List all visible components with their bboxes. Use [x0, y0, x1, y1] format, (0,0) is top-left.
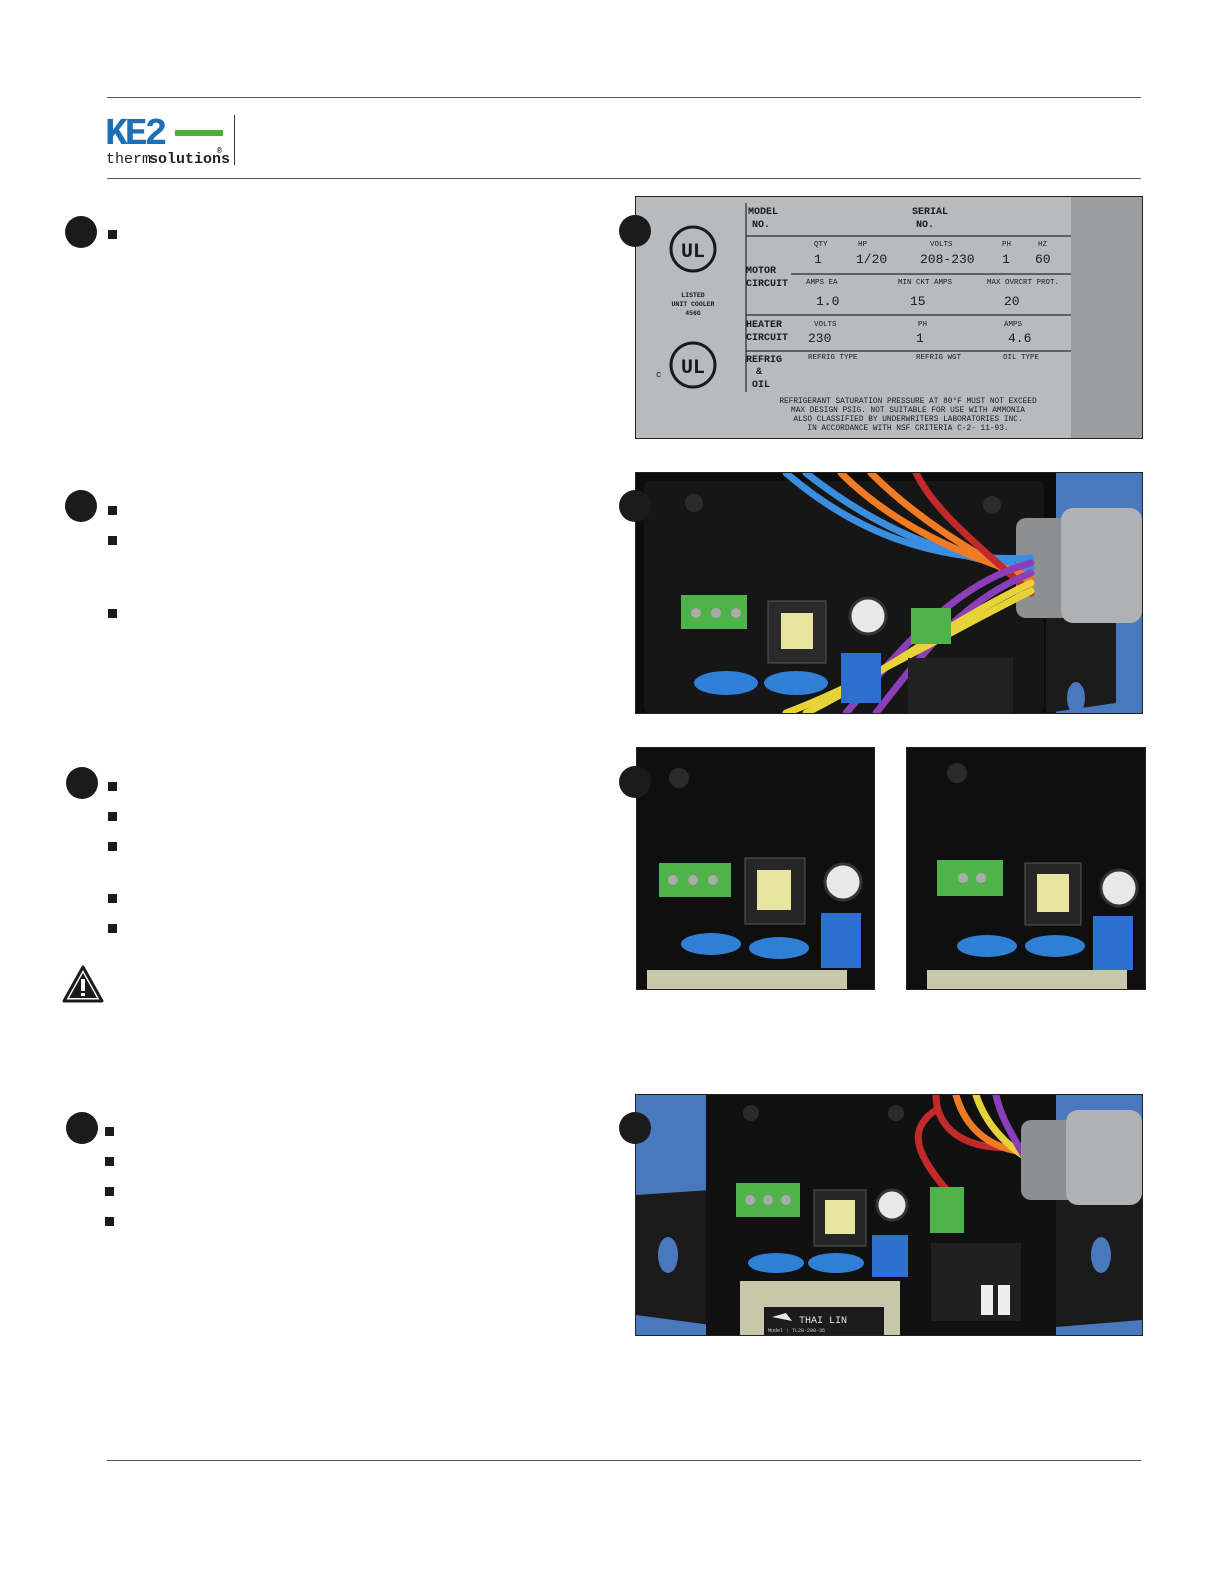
nameplate-heater-header-amps: AMPS [1004, 321, 1023, 329]
photo-marker-4 [619, 1112, 651, 1144]
nameplate-min-ckt-value: 15 [910, 294, 926, 309]
nameplate-motor-label-1: MOTOR [746, 266, 776, 277]
step-marker-2 [65, 490, 97, 522]
footer-rule [107, 1460, 1141, 1461]
nameplate-heater-ph-value: 1 [916, 331, 924, 346]
logo-green-bar [175, 130, 223, 136]
bullet [108, 230, 117, 239]
bullet [108, 894, 117, 903]
photo-marker-2 [619, 490, 651, 522]
nameplate-heater-header-ph: PH [918, 321, 927, 329]
bullet [105, 1157, 114, 1166]
transformer-brand-label: THAI LIN [799, 1316, 847, 1327]
nameplate-refrig-label-1: REFRIG [746, 355, 782, 366]
board-photo-b [906, 747, 1146, 990]
nameplate-serial-label-2: NO. [916, 220, 934, 231]
nameplate-volts-value: 208-230 [920, 252, 975, 267]
nameplate-photo: MODEL NO. SERIAL NO. MOTOR CIRCUIT HEATE… [635, 196, 1143, 439]
ke2-logo: KE2 therm solutions ® [105, 113, 230, 168]
nameplate-refrig-label-2: & [756, 367, 762, 378]
nameplate-header-min-ckt: MIN CKT AMPS [898, 279, 953, 287]
nameplate-heater-label-2: CIRCUIT [746, 333, 788, 344]
nameplate-hp-value: 1/20 [856, 252, 887, 267]
photo-marker-1 [619, 215, 651, 247]
nameplate-footer-1: REFRIGERANT SATURATION PRESSURE AT 80°F … [779, 397, 1037, 406]
nameplate-header-volts: VOLTS [930, 241, 953, 249]
nameplate-footer-4: IN ACCORDANCE WITH NSF CRITERIA C-2- 11-… [807, 425, 1008, 433]
warning-icon [62, 965, 104, 1003]
nameplate-qty-value: 1 [814, 252, 822, 267]
nameplate-heater-volts-value: 230 [808, 331, 831, 346]
step-marker-4 [66, 1112, 98, 1144]
bullet [105, 1187, 114, 1196]
nameplate-header-ph: PH [1002, 241, 1011, 249]
nameplate-refrig-type: REFRIG TYPE [808, 354, 858, 362]
nameplate-header-qty: QTY [814, 241, 828, 249]
ul-listed-line-2: UNIT COOLER [672, 301, 715, 308]
nameplate-heater-amps-value: 4.6 [1008, 331, 1031, 346]
terminal-block-right [911, 608, 951, 644]
nameplate-amps-ea-value: 1.0 [816, 294, 839, 309]
nameplate-header-hp: HP [858, 241, 868, 249]
bullet [105, 1217, 114, 1226]
ul-listed-mark [669, 225, 717, 273]
header-bottom-rule [107, 178, 1141, 179]
ul-text-1: UL [681, 241, 705, 264]
bullet [108, 842, 117, 851]
bullet [108, 782, 117, 791]
nameplate-model-label-1: MODEL [748, 207, 778, 218]
ul-listed-line-3: 456G [685, 310, 701, 317]
nameplate-refrig-wgt: REFRIG WGT [916, 354, 962, 362]
bullet [108, 812, 117, 821]
logo-divider [234, 115, 235, 165]
nameplate-hz-value: 60 [1035, 252, 1051, 267]
nameplate-footer-3: ALSO CLASSIFIED BY UNDERWRITERS LABORATO… [793, 416, 1022, 424]
nameplate-header-max-ovrcrt: MAX OVRCRT PROT. [987, 279, 1059, 287]
nameplate-heater-header-volts: VOLTS [814, 321, 837, 329]
nameplate-header-amps-ea: AMPS EA [806, 279, 838, 287]
nameplate-ph-value: 1 [1002, 252, 1010, 267]
logo-therm-text: therm [106, 151, 151, 168]
nameplate-header-hz: HZ [1038, 241, 1048, 249]
cul-c-letter: c [656, 370, 661, 380]
board-photo-a [636, 747, 875, 990]
ul-listed-line-1: LISTED [681, 292, 705, 299]
bullet [108, 536, 117, 545]
transformer-model-label: Model : TL28-200-36 [768, 1328, 825, 1334]
photo-marker-3 [619, 766, 651, 798]
nameplate-footer-2: MAX DESIGN PSIG. NOT SUITABLE FOR USE WI… [791, 407, 1025, 415]
nameplate-max-ovrcrt-value: 20 [1004, 294, 1020, 309]
controller-mounted-photo: THAI LIN Model : TL28-200-36 [635, 1094, 1143, 1336]
logo-reg-mark: ® [217, 147, 222, 156]
nameplate-serial-label-1: SERIAL [912, 207, 948, 218]
nameplate-refrig-label-3: OIL [752, 380, 770, 391]
nameplate-model-label-2: NO. [752, 220, 770, 231]
logo-solutions-text: solutions [149, 151, 230, 168]
header-top-rule [107, 97, 1141, 98]
cul-mark [669, 341, 717, 389]
controller-wiring-photo [635, 472, 1143, 714]
bullet [105, 1127, 114, 1136]
bullet [108, 506, 117, 515]
step-marker-3 [66, 767, 98, 799]
ul-text-2: UL [681, 357, 705, 380]
logo-ke2-text: KE2 [105, 113, 166, 156]
nameplate-oil-type: OIL TYPE [1003, 354, 1040, 362]
bullet [108, 924, 117, 933]
nameplate-motor-label-2: CIRCUIT [746, 279, 788, 290]
nameplate-heater-label-1: HEATER [746, 320, 782, 331]
step-marker-1 [65, 216, 97, 248]
bullet [108, 609, 117, 618]
